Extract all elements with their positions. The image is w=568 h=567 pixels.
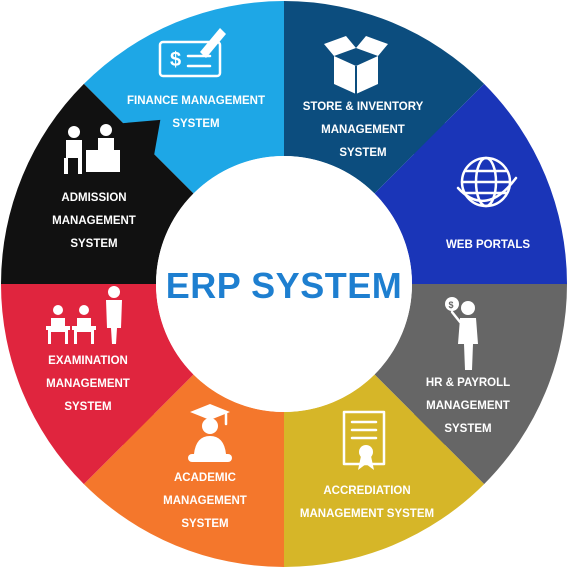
certificate-icon: [342, 410, 386, 470]
segment-label-admission: ADMISSION: [61, 192, 126, 204]
segment-label-finance: FINANCE MANAGEMENT: [127, 95, 265, 107]
segment-label-academic: ACADEMIC: [174, 472, 236, 484]
segment-accreditation: [255, 374, 485, 567]
segment-finance: [83, 1, 313, 194]
globe-icon: [456, 156, 518, 208]
svg-text:$: $: [449, 300, 454, 310]
segment-examination: [1, 255, 194, 485]
segment-label-finance: SYSTEM: [172, 118, 219, 130]
segment-label-examination: MANAGEMENT: [46, 378, 130, 390]
segment-label-hr: SYSTEM: [444, 423, 491, 435]
graduate-icon: [188, 404, 232, 462]
segment-label-examination: EXAMINATION: [48, 355, 128, 367]
interview-desk-icon: [64, 124, 120, 174]
segment-label-accreditation: ACCREDIATION: [323, 485, 410, 497]
segment-label-academic: SYSTEM: [181, 518, 228, 530]
segment-label-store: STORE & INVENTORY: [303, 101, 424, 113]
segment-label-admission: SYSTEM: [70, 238, 117, 250]
segment-label-store: MANAGEMENT: [321, 124, 405, 136]
segment-label-store: SYSTEM: [339, 147, 386, 159]
segment-label-academic: MANAGEMENT: [163, 495, 247, 507]
svg-text:$: $: [170, 49, 181, 71]
exam-room-icon: [46, 286, 122, 344]
segment-label-examination: SYSTEM: [64, 401, 111, 413]
cheque-icon: $: [158, 28, 226, 78]
segment-label-admission: MANAGEMENT: [52, 215, 136, 227]
center-hub: [156, 156, 412, 412]
center-title: ERP SYSTEM: [166, 265, 402, 306]
segment-label-web: WEB PORTALS: [446, 239, 530, 251]
segment-admission: [1, 83, 194, 284]
open-box-icon: [324, 36, 388, 94]
person-money-bag-icon: $: [445, 297, 478, 370]
segment-label-accreditation: MANAGEMENT SYSTEM: [300, 508, 434, 520]
segment-label-hr: MANAGEMENT: [426, 400, 510, 412]
segment-label-hr: HR & PAYROLL: [426, 377, 510, 389]
